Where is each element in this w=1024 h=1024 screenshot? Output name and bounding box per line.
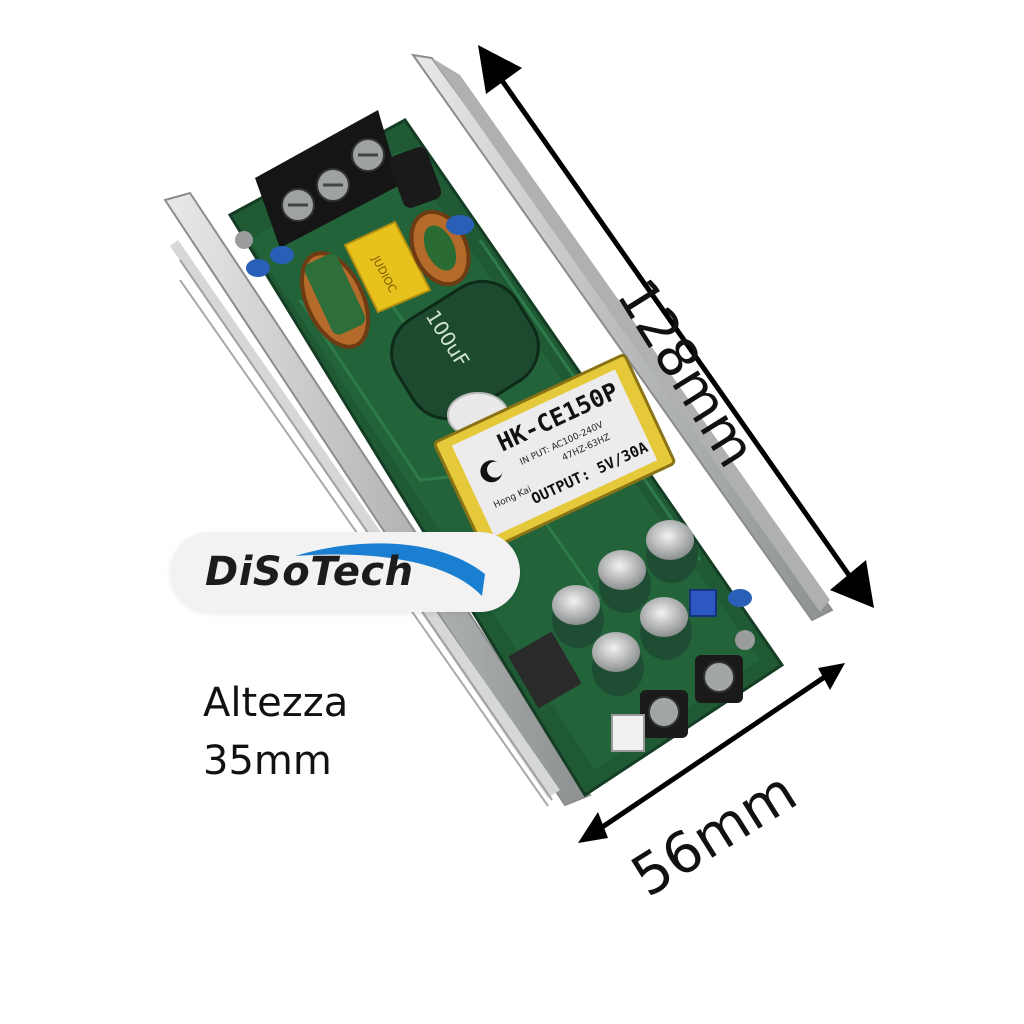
yellow-capacitor: JUDIOC [343, 220, 432, 314]
arrow-length [478, 45, 874, 608]
rectifier [508, 631, 582, 709]
inductor-coils [299, 209, 471, 349]
height-label: Altezza 35mm [203, 674, 348, 790]
output-capacitors [552, 520, 698, 696]
brand-logo-text: DiSoTech [205, 549, 414, 595]
trimpot [689, 589, 717, 617]
input-terminal-block [255, 110, 442, 248]
output-terminals [235, 231, 755, 752]
transformer: HK-CE150P IN PUT: AC100-240V 47HZ-63HZ H… [433, 353, 676, 552]
height-value: 35mm [203, 738, 332, 784]
heatsink-right [410, 53, 834, 622]
logo-swoosh-icon [295, 543, 485, 596]
height-title: Altezza [203, 680, 349, 726]
arrow-width [578, 663, 845, 843]
bulk-capacitor: 100uF [390, 279, 540, 421]
blue-capacitors [246, 215, 752, 607]
